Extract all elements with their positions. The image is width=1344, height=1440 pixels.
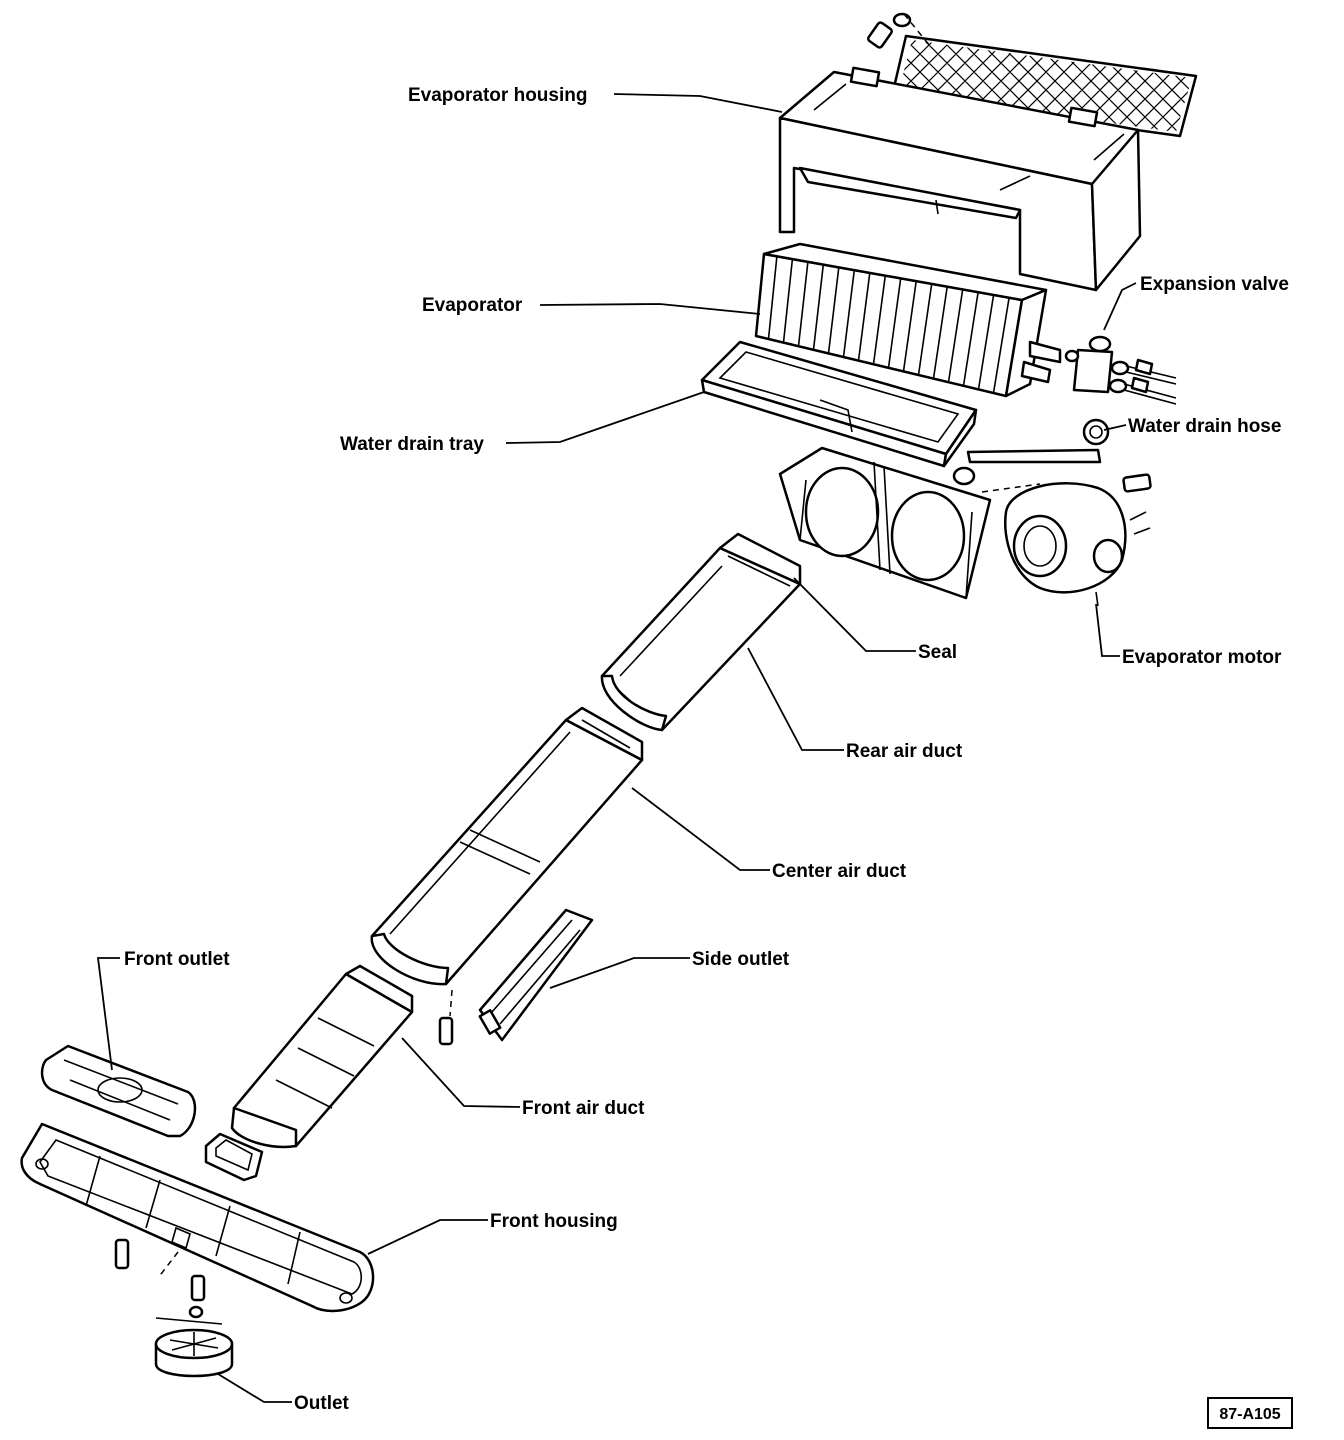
leader-lines (96, 93, 1137, 1403)
label-water-drain-tray: Water drain tray (340, 434, 484, 455)
screw-bottom (155, 1251, 223, 1325)
screw-top (867, 12, 931, 49)
label-front-outlet: Front outlet (124, 949, 230, 970)
label-front-air-duct: Front air duct (522, 1098, 645, 1119)
screw-left (114, 1238, 130, 1270)
side-outlet (478, 908, 594, 1042)
label-side-outlet: Side outlet (692, 949, 790, 970)
labels: Evaporator housing Evaporator Expansion … (124, 85, 1289, 1414)
center-air-duct (370, 706, 644, 986)
filter-screen (890, 34, 1198, 138)
label-front-housing: Front housing (490, 1211, 618, 1232)
label-expansion-valve: Expansion valve (1140, 274, 1289, 295)
label-evaporator-motor: Evaporator motor (1122, 647, 1282, 668)
figure-ref-text: 87-A105 (1219, 1406, 1280, 1423)
evaporator (754, 242, 1062, 398)
evaporator-housing (778, 66, 1142, 292)
evaporator-motor (1004, 473, 1152, 607)
label-water-drain-hose: Water drain hose (1128, 416, 1281, 437)
label-seal: Seal (918, 642, 957, 663)
label-evaporator-housing: Evaporator housing (408, 85, 587, 106)
screw-center (438, 989, 454, 1046)
figure-reference: 87-A105 (1207, 1397, 1293, 1429)
expansion-valve (1064, 335, 1177, 405)
front-housing (20, 1122, 375, 1313)
water-drain-tray (700, 340, 978, 468)
front-outlet (40, 1044, 197, 1138)
blower-housing (778, 446, 1041, 600)
outlet (154, 1328, 234, 1378)
rear-air-duct (600, 532, 802, 732)
water-drain-hose (966, 418, 1110, 464)
label-rear-air-duct: Rear air duct (846, 741, 963, 762)
label-center-air-duct: Center air duct (772, 861, 907, 882)
label-evaporator: Evaporator (422, 295, 523, 316)
front-air-duct (230, 964, 414, 1149)
label-outlet: Outlet (294, 1393, 350, 1414)
front-duct-seal (204, 1132, 264, 1182)
